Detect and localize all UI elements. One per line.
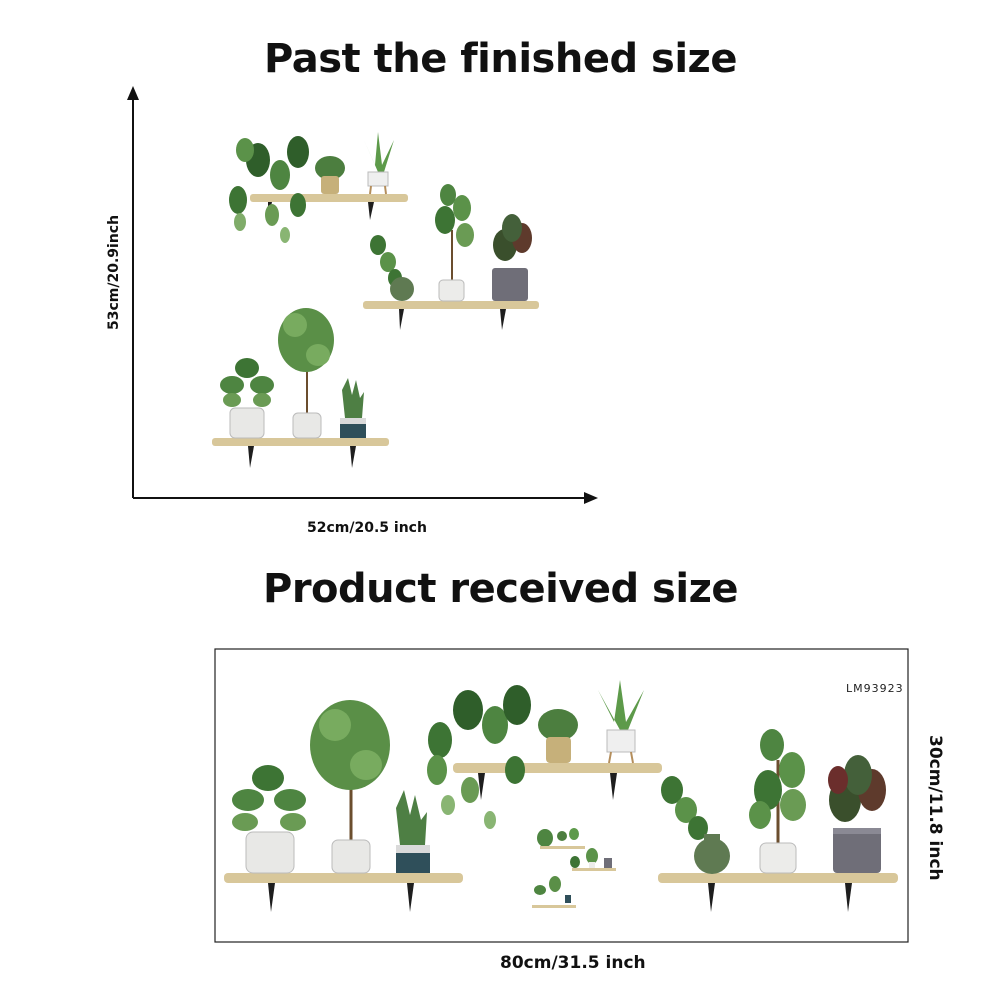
- received-height-label: 30cm/11.8 inch: [925, 735, 945, 881]
- preview-thumbnail: [532, 828, 616, 908]
- received-round-leaf-plant: [232, 765, 306, 874]
- tree-plant-white-pot: [435, 184, 474, 302]
- tall-leafy-plant: [278, 308, 334, 439]
- hanging-plant: [229, 136, 309, 243]
- product-code: LM93923: [846, 682, 904, 695]
- trailing-plant-vase: [370, 235, 414, 301]
- cactus-plant: [340, 378, 366, 438]
- finished-size-heading: Past the finished size: [264, 36, 737, 82]
- received-trailing-plant-vase: [661, 776, 730, 874]
- received-small-potted-plant: [538, 709, 578, 763]
- received-rubber-plant: [828, 755, 886, 873]
- finished-height-label: 53cm/20.9inch: [106, 214, 122, 330]
- small-potted-plant: [315, 156, 345, 194]
- shelf-bottom: [212, 438, 389, 468]
- received-shelf-right: [658, 873, 898, 912]
- finished-width-label: 52cm/20.5 inch: [307, 520, 427, 536]
- received-shelf-left: [224, 873, 463, 912]
- received-tall-leafy-plant: [310, 700, 390, 874]
- round-leaf-plant: [220, 358, 274, 439]
- received-tree-plant: [749, 729, 806, 874]
- received-cactus-plant: [396, 790, 430, 873]
- spiky-plant-on-stand: [364, 132, 394, 195]
- received-hanging-plant: [427, 685, 531, 829]
- shelf-top-right: [363, 301, 539, 330]
- product-sheet-frame: [214, 648, 909, 943]
- received-size-heading: Product received size: [263, 566, 739, 612]
- received-spiky-plant-on-stand: [598, 680, 644, 764]
- received-width-label: 80cm/31.5 inch: [500, 953, 646, 973]
- dimension-axes: [127, 86, 598, 504]
- rubber-plant-grey-pot: [492, 214, 532, 301]
